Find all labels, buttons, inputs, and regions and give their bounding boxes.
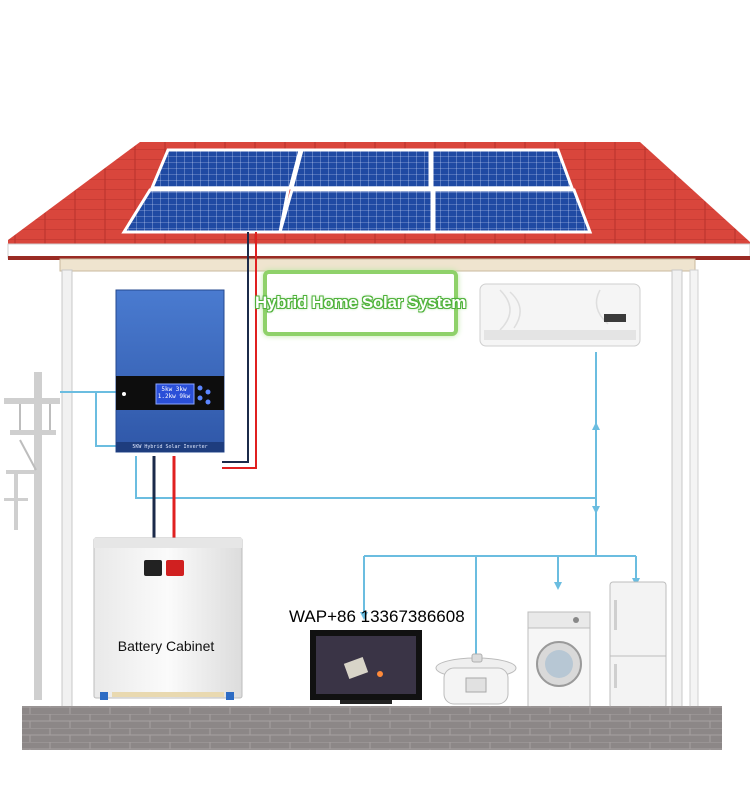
solar-panel-icon [121, 148, 593, 234]
solar-panel [121, 188, 290, 234]
inverter-display-line2: 1.2kw 9kw [157, 393, 191, 400]
system-title-box: Hybrid Home Solar System [255, 270, 466, 336]
solar-panel [430, 148, 575, 190]
air-conditioner-icon [479, 283, 641, 347]
inverter-display-line1: 5kw 3kw [161, 386, 187, 393]
inverter-display: 5kw 3kw 1.2kw 9kw [156, 386, 192, 402]
ac-wiring [60, 352, 637, 654]
solar-panel [149, 148, 302, 190]
solar-panel [432, 188, 593, 234]
inverter-icon [115, 289, 225, 453]
system-title: Hybrid Home Solar System [254, 293, 467, 312]
tv-icon [310, 630, 422, 704]
utility-pole-icon [4, 372, 60, 700]
floor [22, 706, 722, 750]
rice-cooker-icon [435, 653, 517, 705]
washing-machine-icon [527, 611, 591, 709]
refrigerator-icon [609, 581, 667, 709]
contact-number: WAP+86 13367386608 [289, 607, 465, 626]
solar-panel [278, 188, 434, 234]
inverter-footer-label: 5KW Hybrid Solar Inverter [132, 444, 208, 450]
battery-cabinet-icon [93, 537, 243, 700]
solar-panel [290, 148, 432, 190]
battery-cabinet-label: Battery Cabinet [117, 638, 215, 654]
